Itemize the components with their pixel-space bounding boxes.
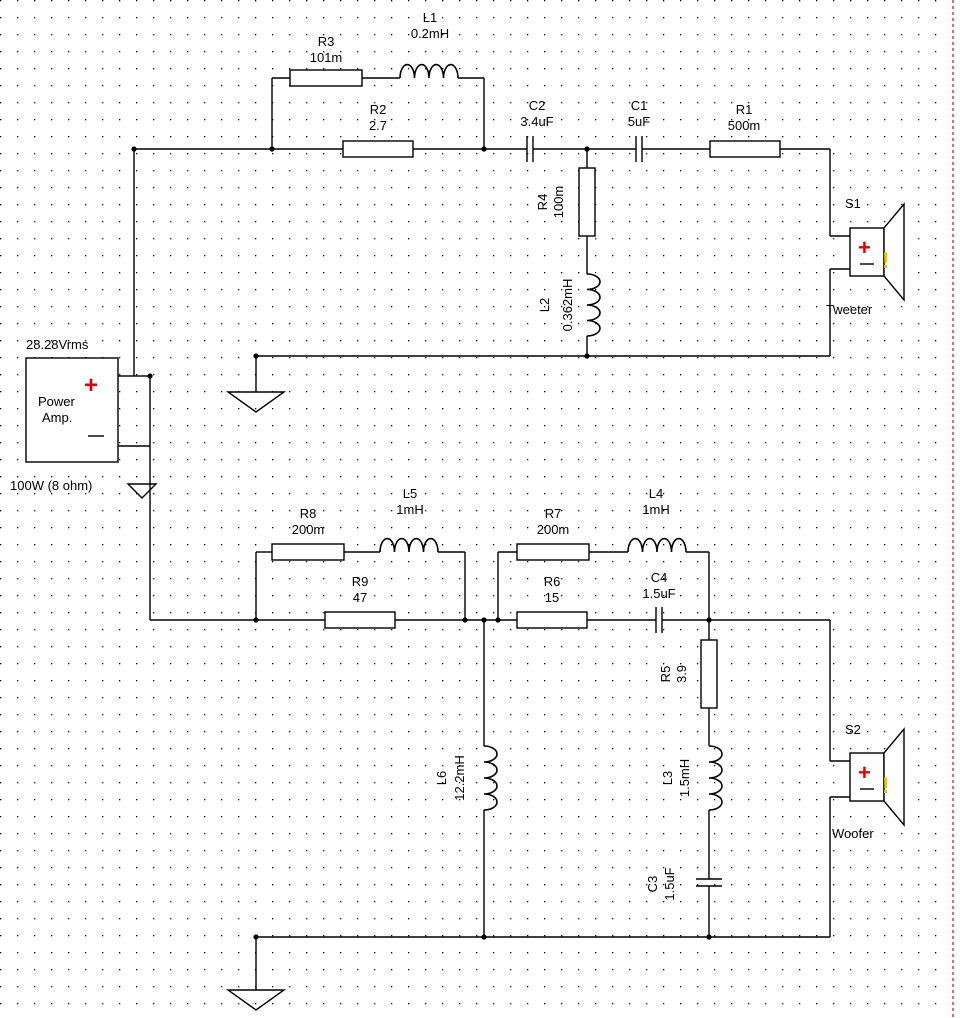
l3-value: 1.5mH: [677, 759, 692, 797]
r8-ref: R8: [300, 506, 317, 521]
resistor-r5[interactable]: R5 3.9: [658, 639, 718, 709]
amp-name-line2: Amp.: [42, 410, 72, 425]
amp-voltage: 28.28Vrms: [26, 337, 89, 352]
r3-ref: R3: [318, 34, 335, 49]
l6-value: 12.2mH: [452, 755, 467, 801]
plus-icon: +: [858, 760, 871, 785]
s2-label: Woofer: [832, 826, 874, 841]
r6-value: 15: [545, 590, 559, 605]
ground-symbol-woofer: [225, 989, 287, 1011]
c3-ref: C3: [645, 876, 660, 893]
amp-name-line1: Power: [38, 394, 76, 409]
l1-value: 0.2mH: [411, 26, 449, 41]
capacitor-c2[interactable]: C2 3.4uF: [505, 98, 554, 162]
inductor-l3[interactable]: L3 1.5mH: [660, 745, 723, 811]
tweeter-wires: [118, 77, 850, 392]
s2-ref: S2: [845, 722, 861, 737]
inductor-l1[interactable]: L1 0.2mH: [399, 10, 459, 79]
capacitor-c1[interactable]: C1 5uF: [615, 98, 661, 162]
c2-ref: C2: [529, 98, 546, 113]
s1-label: Tweeter: [826, 302, 873, 317]
s1-ref: S1: [845, 196, 861, 211]
c4-value: 1.5uF: [642, 586, 675, 601]
l1-ref: L1: [423, 10, 437, 25]
plus-icon: +: [858, 235, 871, 260]
r7-ref: R7: [545, 506, 562, 521]
warning-icon: !: [882, 773, 889, 798]
warning-icon: !: [882, 248, 889, 273]
l4-value: 1mH: [642, 502, 669, 517]
r3-value: 101m: [310, 50, 343, 65]
r7-value: 200m: [537, 522, 570, 537]
l5-value: 1mH: [396, 502, 423, 517]
l6-ref: L6: [434, 771, 449, 785]
l4-ref: L4: [649, 486, 663, 501]
inductor-l5[interactable]: L5 1mH: [379, 486, 439, 553]
ground-symbol-tweeter: [225, 391, 287, 413]
c4-ref: C4: [651, 570, 668, 585]
inductor-l6[interactable]: L6 12.2mH: [434, 745, 498, 811]
resistor-r4[interactable]: R4 100m: [535, 167, 596, 237]
plus-icon: +: [84, 372, 98, 399]
inductor-l4[interactable]: L4 1mH: [627, 486, 687, 553]
r5-value: 3.9: [674, 665, 689, 683]
c2-value: 3.4uF: [520, 114, 553, 129]
r8-value: 200m: [292, 522, 325, 537]
woofer-wires: [118, 375, 850, 990]
c1-ref: C1: [631, 98, 648, 113]
r1-ref: R1: [736, 102, 753, 117]
c3-value: 1.5uF: [662, 867, 677, 900]
l2-value: 0.362mH: [560, 279, 575, 332]
resistor-r7[interactable]: R7 200m: [516, 506, 590, 561]
r6-ref: R6: [544, 574, 561, 589]
capacitor-c4[interactable]: C4 1.5uF: [635, 570, 683, 633]
speaker-s2[interactable]: S2 + ! Woofer: [832, 722, 905, 841]
r2-ref: R2: [370, 102, 387, 117]
r9-value: 47: [353, 590, 367, 605]
r5-ref: R5: [658, 666, 673, 683]
r4-value: 100m: [551, 186, 566, 219]
resistor-r6[interactable]: R6 15: [516, 574, 588, 629]
power-amp[interactable]: 28.28Vrms + Power Amp. 100W (8 ohm): [10, 337, 158, 499]
l2-ref: L2: [537, 298, 552, 312]
amp-rating: 100W (8 ohm): [10, 478, 92, 493]
capacitor-c3[interactable]: C3 1.5uF: [645, 867, 722, 901]
r4-ref: R4: [535, 194, 550, 211]
resistor-r8[interactable]: R8 200m: [271, 506, 345, 561]
inductor-l2[interactable]: L2 0.362mH: [537, 273, 601, 337]
resistor-r2[interactable]: R2 2.7: [342, 102, 414, 158]
resistor-r9[interactable]: R9 47: [324, 574, 396, 629]
speaker-s1[interactable]: S1 + ! Tweeter: [826, 196, 905, 317]
r2-value: 2.7: [369, 118, 387, 133]
resistor-r3[interactable]: R3 101m: [289, 34, 363, 87]
l3-ref: L3: [660, 771, 675, 785]
r9-ref: R9: [352, 574, 369, 589]
junction-dots: [131, 146, 712, 940]
resistor-r1[interactable]: R1 500m: [709, 102, 781, 158]
r1-value: 500m: [728, 118, 761, 133]
l5-ref: L5: [403, 486, 417, 501]
c1-value: 5uF: [628, 114, 650, 129]
